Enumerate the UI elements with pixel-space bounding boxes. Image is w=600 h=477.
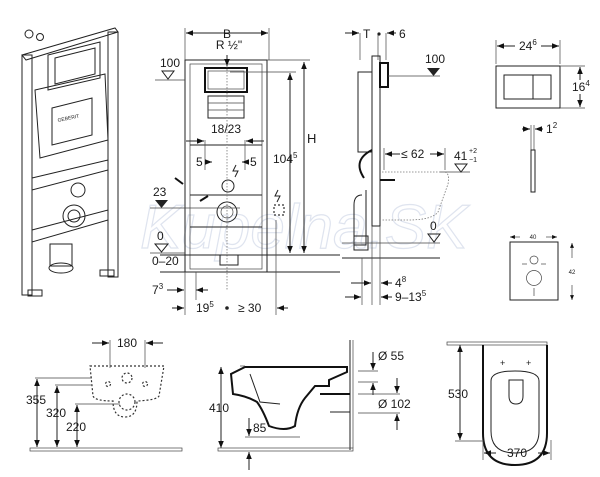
dim-plate-height: 164 xyxy=(572,79,590,94)
dim-inlet-diameter: Ø 55 xyxy=(378,349,404,363)
dim-axis-left: 195 xyxy=(196,300,214,315)
dim-floor-range: 0–20 xyxy=(152,254,179,268)
dim-bowl-height-tol-plus: +2 xyxy=(469,148,477,155)
dim-floor-level: 0 xyxy=(157,229,164,243)
electricity-icon xyxy=(232,164,239,178)
dim-bowl-height-410: 410 xyxy=(209,401,229,415)
dim-bowl-length: 530 xyxy=(448,387,468,401)
dim-side-actuator-height: 100 xyxy=(425,52,445,66)
dim-plate-width: 246 xyxy=(519,38,537,53)
svg-text:+: + xyxy=(500,358,505,368)
dim-bolt-spacing: 180 xyxy=(117,336,137,350)
dim-foot-offset: 73 xyxy=(152,282,164,297)
dim-pad-width: 40 xyxy=(530,235,537,241)
dim-height-value: 1045 xyxy=(273,151,298,166)
dim-wall-range: 9–135 xyxy=(395,289,427,304)
dim-height-h: H xyxy=(307,131,316,146)
dim-axis-right: ≥ 30 xyxy=(238,301,262,315)
dim-depth-t: T xyxy=(363,27,371,41)
soundproof-pad-view: 40 42 xyxy=(509,235,576,301)
dim-offset-left: 5 xyxy=(196,155,203,169)
frame-front-view: B R ½" 100 18/23 5 5 23 0 0–20 H 1045 73 xyxy=(150,27,340,315)
frame-isometric-illustration: GEBERIT xyxy=(21,27,119,297)
dim-drain-height: 23 xyxy=(153,185,167,199)
dim-height-220: 220 xyxy=(66,420,86,434)
dim-outlet-height: 85 xyxy=(253,421,267,435)
dim-offset-right: 5 xyxy=(250,155,257,169)
water-inlet-icon xyxy=(199,195,209,202)
dim-thread: R ½" xyxy=(216,38,242,52)
dim-bowl-width: 370 xyxy=(507,446,527,460)
flush-button-large xyxy=(532,74,552,100)
dim-plate-thickness: 12 xyxy=(546,121,558,136)
dim-width-b: B xyxy=(223,27,231,41)
dim-bowl-height-tol-minus: −1 xyxy=(469,157,477,164)
svg-text:GEBERIT: GEBERIT xyxy=(57,114,80,124)
flush-plate-view: 246 164 12 xyxy=(495,38,590,193)
flush-button-small xyxy=(503,74,534,100)
seal-ring-icon xyxy=(36,33,44,41)
dim-height-355: 355 xyxy=(26,393,46,407)
valve-icon xyxy=(24,29,34,39)
dim-wall-gap: 48 xyxy=(395,275,407,290)
bowl-mounting-template: 180 355 320 220 xyxy=(26,336,183,452)
bowl-top-view: + + 530 370 xyxy=(446,341,552,467)
water-inlet-icon xyxy=(174,177,184,185)
flush-plate xyxy=(495,65,561,109)
dim-bowl-height: 41 xyxy=(454,149,468,163)
dim-drain-diameter: Ø 102 xyxy=(378,397,411,411)
dim-plate-thickness: 6 xyxy=(399,27,406,41)
dim-side-floor: 0 xyxy=(430,219,437,233)
bowl-side-view: 410 85 Ø 55 Ø 102 xyxy=(209,340,411,470)
dim-actuator-height: 100 xyxy=(160,56,180,70)
frame-side-view: T 6 100 ≤ 62 41 +2 −1 0 48 xyxy=(342,27,477,305)
dim-flush-range: 18/23 xyxy=(211,122,241,136)
dim-pad-height: 42 xyxy=(569,270,576,276)
dim-bowl-depth: ≤ 62 xyxy=(401,147,425,161)
dim-height-320: 320 xyxy=(46,406,66,420)
socket-icon xyxy=(273,204,285,216)
svg-text:+: + xyxy=(526,358,531,368)
electricity-icon xyxy=(274,189,281,203)
watermark: Kupelna.SK xyxy=(140,193,470,262)
